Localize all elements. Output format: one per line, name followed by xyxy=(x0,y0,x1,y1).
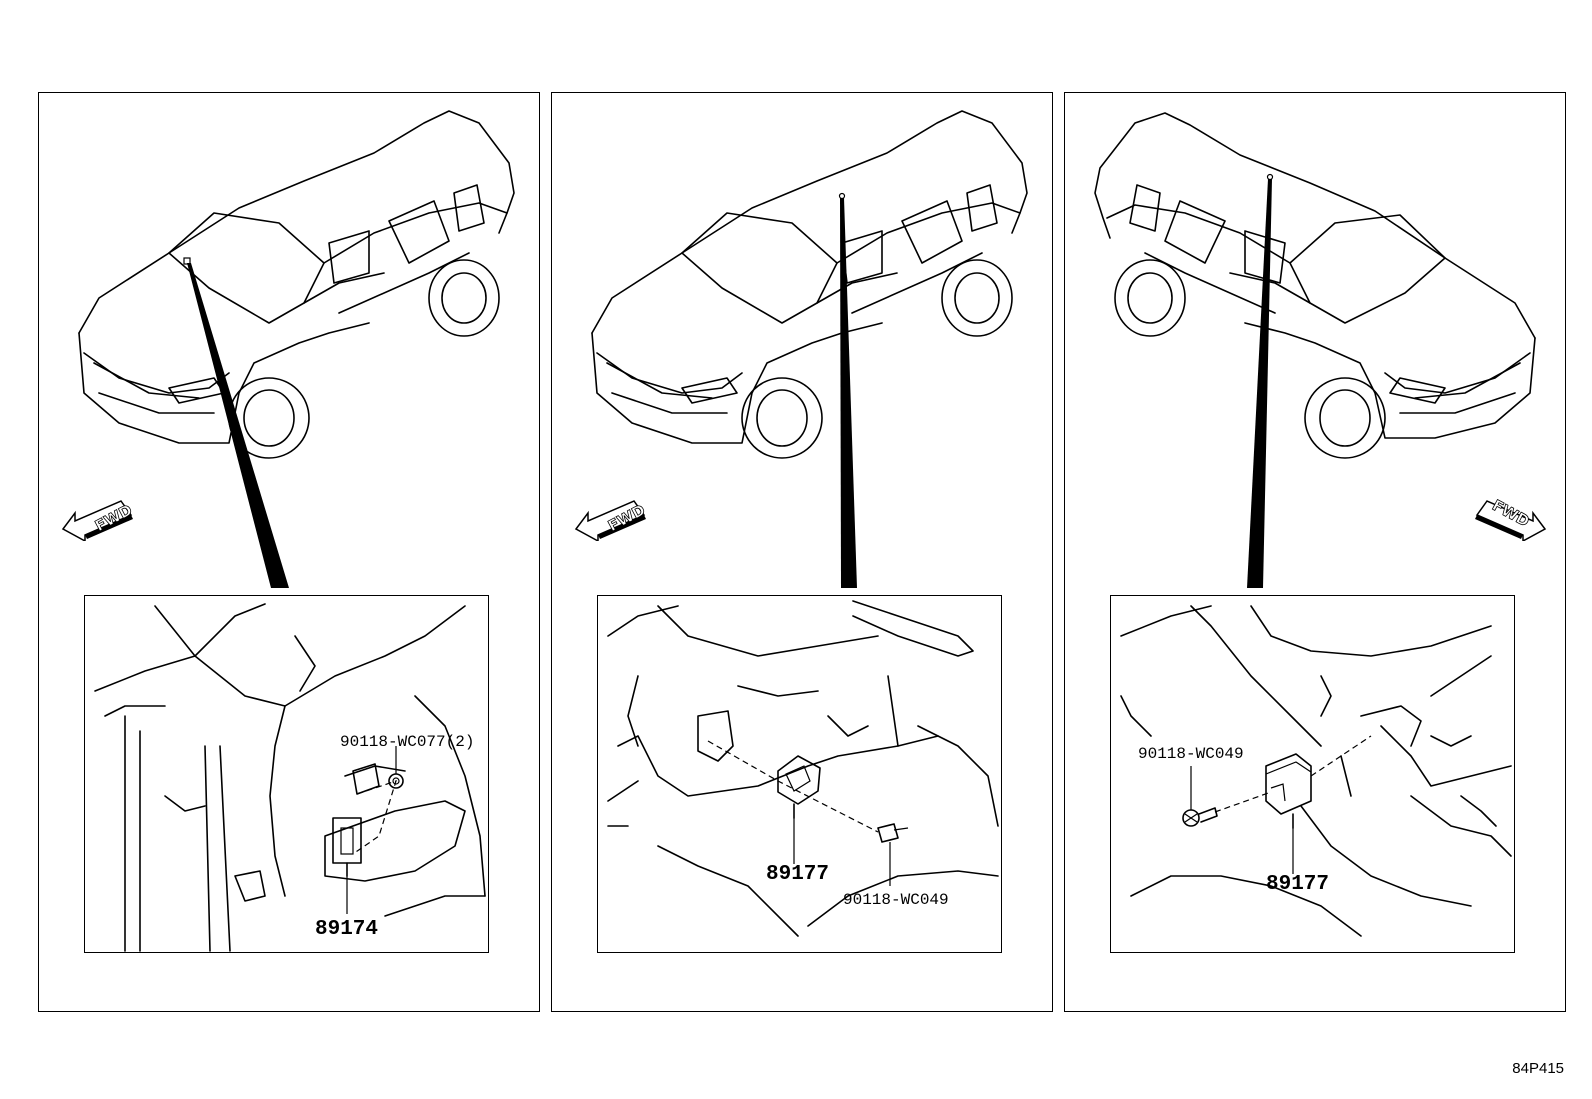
part-label-90118-wc049: 90118-WC049 xyxy=(843,891,949,909)
vehicle-rear-right-view xyxy=(1094,112,1536,588)
fwd-arrow-left-icon: FWD xyxy=(574,500,649,541)
detail-drawing-89177 xyxy=(607,600,999,937)
callout-pointer xyxy=(187,263,289,588)
panel-3: FWD xyxy=(1064,92,1566,1012)
detail-drawing-89177 xyxy=(1120,605,1512,937)
panel-2: FWD 89177 xyxy=(551,92,1053,1012)
detail-inset-1: 90118-WC077(2) 89174 xyxy=(84,595,489,953)
fwd-arrow-left-icon: FWD xyxy=(61,500,136,541)
vehicle-front-left-view xyxy=(591,110,1028,588)
part-label-90118-wc077: 90118-WC077(2) xyxy=(340,733,475,751)
diagram-code: 84P415 xyxy=(1512,1060,1564,1077)
part-label-90118-wc049: 90118-WC049 xyxy=(1138,745,1244,763)
bolt-90118-wc049 xyxy=(877,823,899,843)
sensor-89177 xyxy=(777,755,821,805)
detail-drawing-89174 xyxy=(94,603,486,952)
sensor-89177 xyxy=(1265,753,1312,815)
callout-pointer xyxy=(840,198,857,588)
sensor-location-marker xyxy=(183,257,191,265)
part-label-89177: 89177 xyxy=(1266,873,1330,896)
sensor-location-marker xyxy=(1266,173,1274,181)
part-label-89174: 89174 xyxy=(315,918,379,941)
fwd-arrow-right-icon: FWD xyxy=(1475,496,1547,541)
vehicle-front-left-view xyxy=(78,110,515,588)
sensor-location-marker xyxy=(838,192,846,200)
detail-inset-3: 90118-WC049 89177 xyxy=(1110,595,1515,953)
panel-1: FWD xyxy=(38,92,540,1012)
detail-inset-2: 89177 90118-WC049 xyxy=(597,595,1002,953)
callout-pointer xyxy=(1247,179,1272,588)
part-label-89177: 89177 xyxy=(766,863,830,886)
